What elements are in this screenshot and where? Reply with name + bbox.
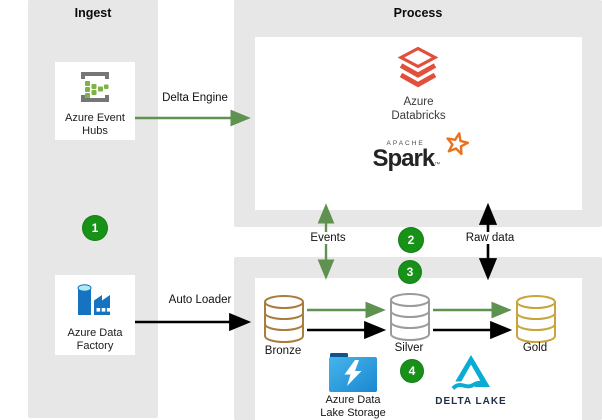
process-panel-title: Process [393,6,443,20]
step-4-badge: 4 [400,359,424,383]
azure-data-factory-node: Azure Data Factory [55,275,135,355]
apache-text: APACHE [386,140,425,147]
ingest-panel-title: Ingest [74,6,112,20]
raw-data-label: Raw data [458,232,522,244]
databricks-label-line2: Databricks [391,110,446,122]
silver-label: Silver [394,342,424,354]
silver-database-icon [390,293,430,341]
bronze-label: Bronze [264,345,302,357]
delta-lake-label: DELTA LAKE [435,396,507,407]
data-factory-label-line2: Factory [76,340,114,352]
gold-database-icon [516,295,556,343]
data-factory-label-line1: Azure Data [67,327,123,339]
azure-event-hubs-icon [81,72,109,102]
apache-spark-logo: APACHE Spark™ [255,132,582,172]
databricks-card: Azure Databricks APACHE Spark™ [255,37,582,210]
azure-event-hubs-node: Azure Event Hubs [55,62,135,140]
event-hubs-label-line2: Hubs [82,125,108,137]
medallion-card: Bronze Silver Gold Azure Data Lake Stora… [255,278,582,420]
adls-label-line2: Lake Storage [320,407,386,419]
azure-databricks-icon [397,46,439,88]
events-label: Events [300,232,356,244]
step-1-badge: 1 [82,215,108,241]
step-3-badge: 3 [398,260,422,284]
step-2-badge: 2 [398,227,424,253]
delta-engine-label: Delta Engine [162,92,228,104]
gold-label: Gold [522,342,548,354]
event-hubs-label-line1: Azure Event [65,112,125,124]
azure-data-lake-storage-icon [329,353,377,392]
adls-label-line1: Azure Data [325,394,381,406]
bronze-database-icon [264,295,304,343]
databricks-label-line1: Azure [403,96,434,108]
delta-lake-icon [451,355,490,390]
azure-data-factory-icon [77,284,111,315]
spark-text: Spark [372,145,436,172]
spark-trademark: ™ [434,162,441,168]
spark-star-icon [445,132,469,156]
auto-loader-label: Auto Loader [168,294,232,306]
